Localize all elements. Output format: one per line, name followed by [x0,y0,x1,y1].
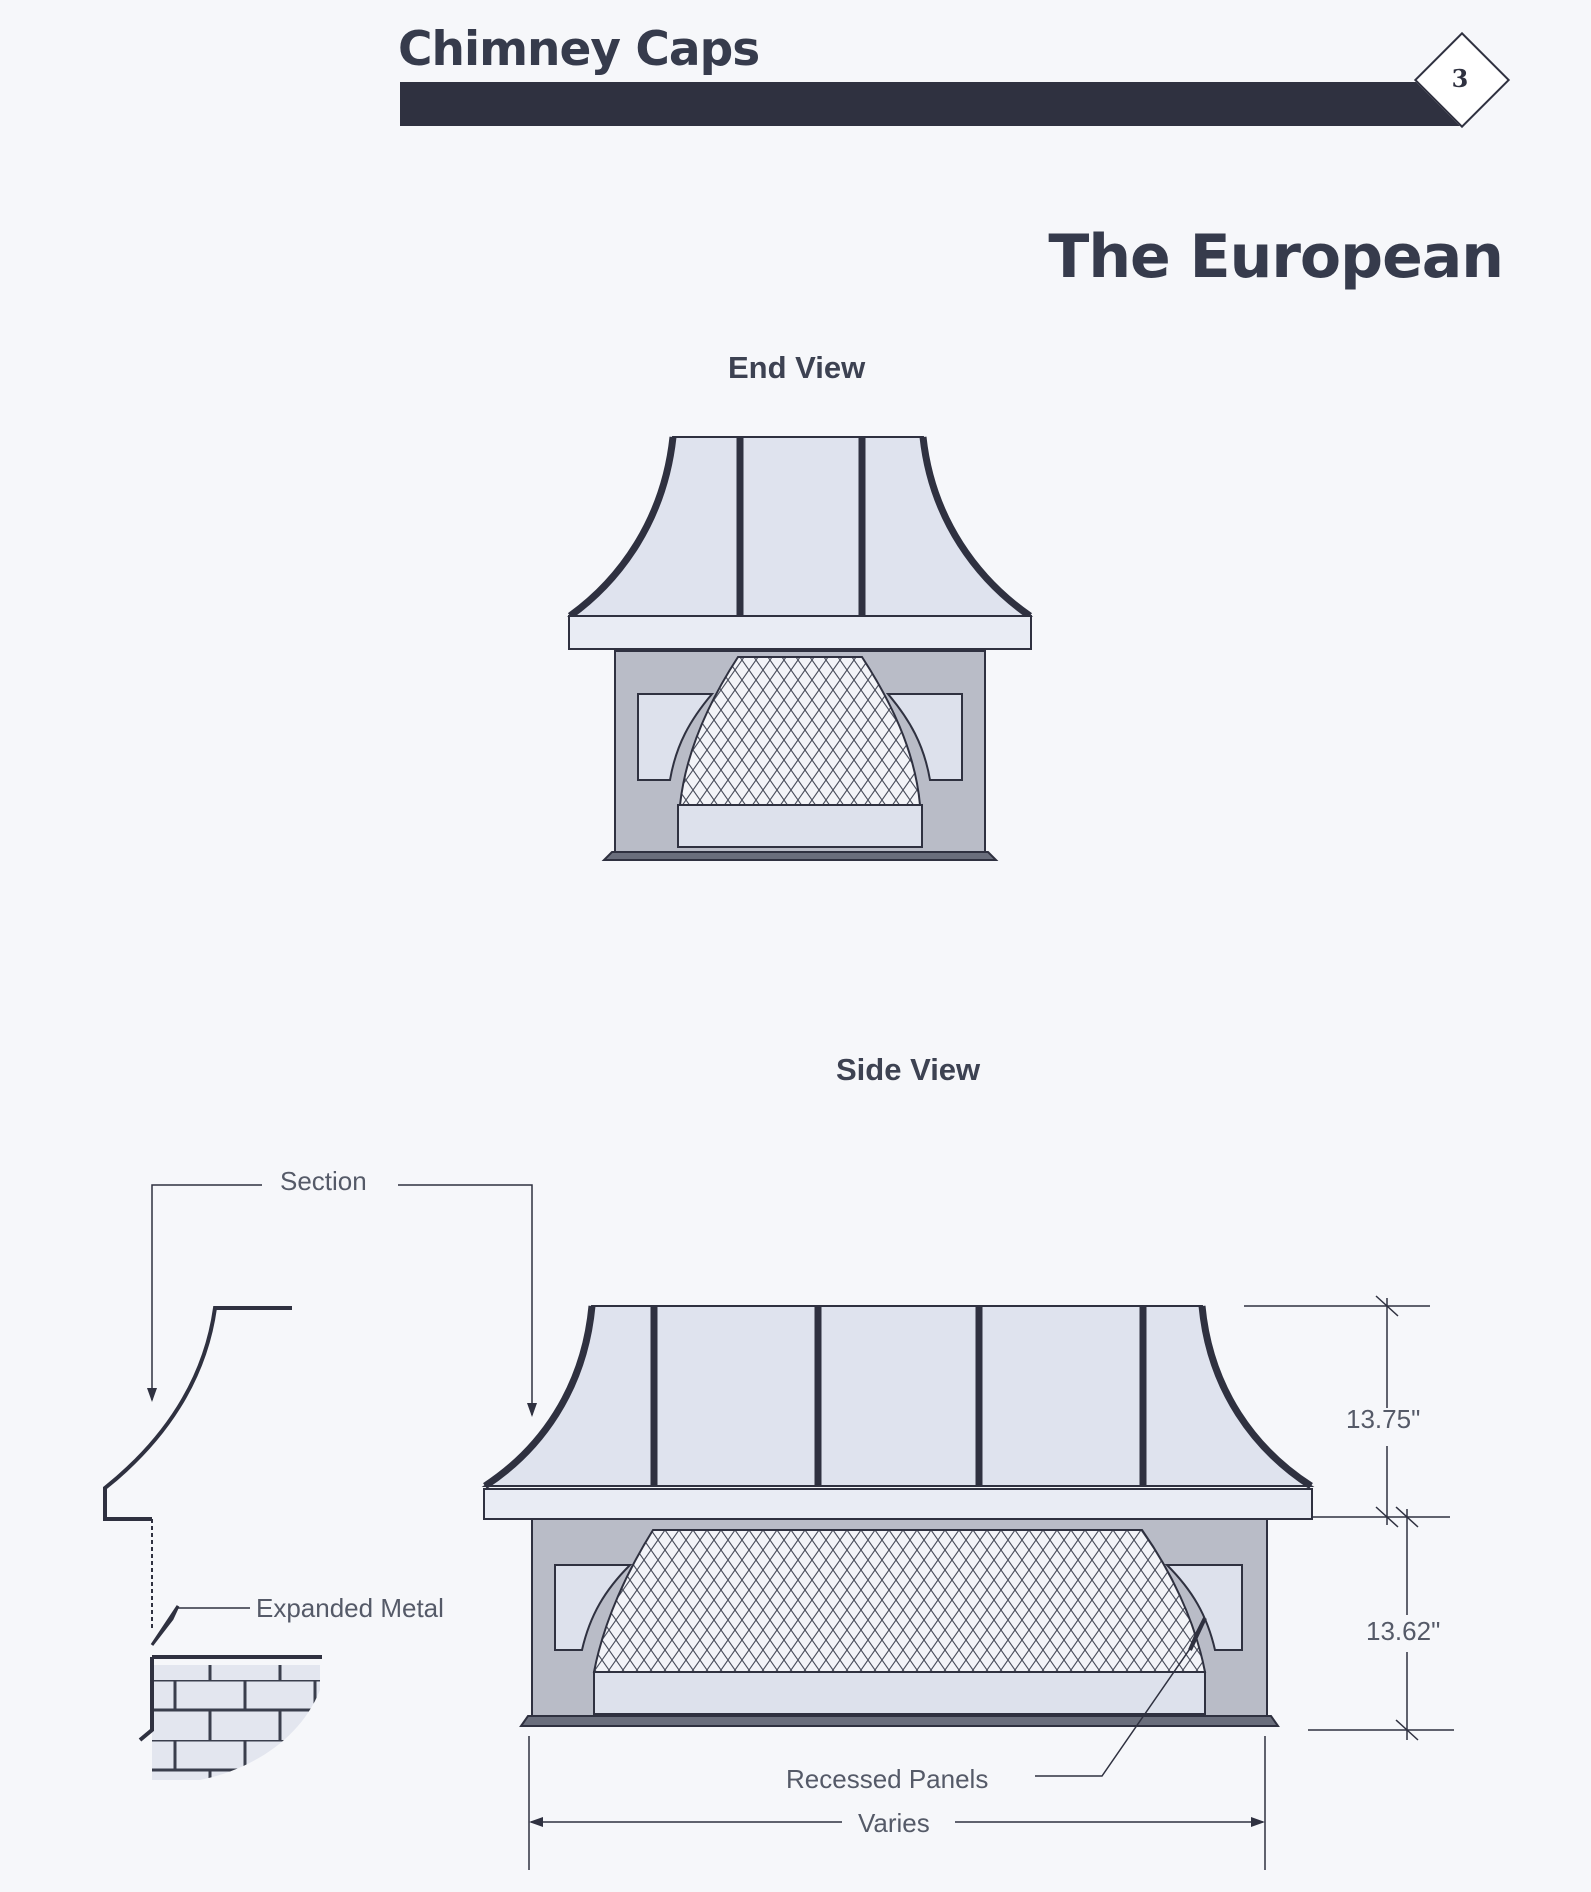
dimension-lines [528,1295,1454,1870]
dim-tick [1395,1719,1419,1741]
end-view-roof [566,436,1034,617]
end-view-title: End View [728,350,866,385]
side-view-title: Side View [836,1052,981,1087]
end-view-roof-edge-left [567,436,677,619]
section-bracket-left [147,1184,262,1402]
side-view-eave-band [483,1488,1313,1520]
end-view-base [601,851,999,861]
dim-tick [1375,1295,1399,1317]
side-view-bottom-rail [593,1671,1206,1715]
page-number: 3 [1451,64,1469,93]
header-bar [400,82,1460,126]
recessed-panels-leader [1035,1639,1197,1777]
side-view-recessed-panel-right [1164,1564,1243,1651]
end-view-recessed-panel-right [885,693,963,781]
side-view-roof-edge-right [1198,1305,1313,1489]
side-view-mesh [592,1529,1207,1673]
varies-label: Varies [852,1808,936,1839]
dim-tick [1395,1506,1419,1528]
end-view-drawing [566,436,1034,861]
section-profile [103,1306,292,1521]
recessed-panels-label: Recessed Panels [780,1764,995,1795]
section-callout [147,1184,537,1417]
dimension-lower: 13.62" [1366,1616,1441,1646]
brick-wall-edge [138,1657,154,1742]
dimension-upper: 13.75" [1346,1404,1421,1434]
side-view-roof-edge-left [483,1305,596,1489]
end-view-eave-band [568,615,1032,650]
dim-tick [1375,1506,1399,1528]
expanded-metal-pointer [150,1605,180,1646]
section-label: Section [274,1166,373,1197]
brick-wall [152,1665,320,1780]
end-view-roof-edge-right [919,436,1032,619]
section-profile-drawing [103,1306,322,1780]
end-view-recessed-panel-left [637,693,715,781]
expanded-metal-label: Expanded Metal [250,1593,450,1624]
section-bracket-right [398,1184,537,1417]
side-view-roof [481,1305,1315,1487]
side-view-recessed-panel-left [554,1564,633,1651]
side-view-base [519,1715,1280,1727]
page-title: The European [1048,222,1504,292]
side-view-drawing [481,1305,1315,1777]
end-view-bottom-rail [677,804,923,848]
section-title: Chimney Caps [398,22,760,77]
